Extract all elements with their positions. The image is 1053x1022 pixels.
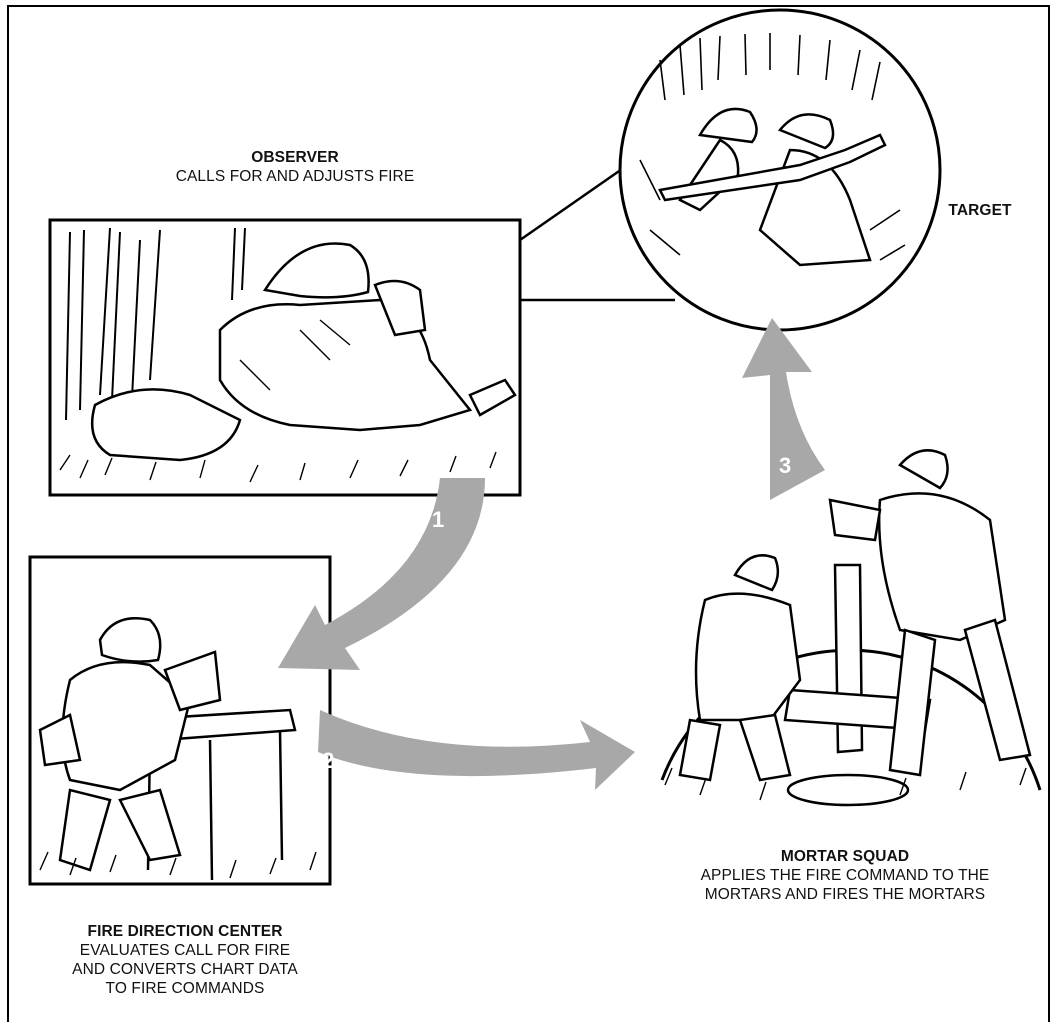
mortar-line: MORTARS AND FIRES THE MORTARS <box>704 886 986 903</box>
target-soldiers-illustration <box>658 107 887 267</box>
observer-grass-illustration <box>59 319 497 483</box>
mortar-title: MORTAR SQUAD <box>780 848 910 865</box>
fdc-soldier-illustration <box>38 617 222 872</box>
step-number-2: 2 <box>322 748 334 773</box>
mortar-soldier-standing-illustration <box>828 449 1032 777</box>
mortar-panel <box>660 449 1042 807</box>
fdc-panel <box>28 555 332 886</box>
fdc-label: FIRE DIRECTION CENTER EVALUATES CALL FOR… <box>20 922 350 998</box>
target-title: TARGET <box>948 202 1012 219</box>
arrow-step-1 <box>278 478 485 670</box>
target-label: TARGET <box>935 201 1025 220</box>
fdc-grass-illustration <box>39 851 317 879</box>
outer-border <box>7 5 1050 1022</box>
observer-label: OBSERVER CALLS FOR AND ADJUSTS FIRE <box>165 148 425 186</box>
observer-trees-illustration <box>65 227 246 421</box>
mortar-soldier-kneeling-illustration <box>678 554 802 782</box>
observer-soldier-illustration <box>90 242 517 462</box>
observer-title: OBSERVER <box>251 149 339 166</box>
fdc-line: AND CONVERTS CHART DATA <box>72 961 298 978</box>
connector-line-upper <box>519 158 636 242</box>
mortar-grass-illustration <box>664 767 1027 801</box>
target-vegetation-illustration <box>639 33 906 261</box>
step-number-1: 1 <box>432 507 444 532</box>
fdc-line: EVALUATES CALL FOR FIRE <box>79 942 291 959</box>
target-panel <box>618 8 942 332</box>
observer-panel <box>48 218 522 497</box>
mortar-line: APPLIES THE FIRE COMMAND TO THE <box>700 867 990 884</box>
fdc-line: TO FIRE COMMANDS <box>105 980 265 997</box>
arrow-step-2 <box>318 710 635 790</box>
observer-description: CALLS FOR AND ADJUSTS FIRE <box>175 168 415 185</box>
step-number-3: 3 <box>779 453 791 478</box>
arrow-step-3 <box>742 318 825 500</box>
mortar-label: MORTAR SQUAD APPLIES THE FIRE COMMAND TO… <box>650 847 1040 904</box>
fdc-title: FIRE DIRECTION CENTER <box>87 923 283 940</box>
